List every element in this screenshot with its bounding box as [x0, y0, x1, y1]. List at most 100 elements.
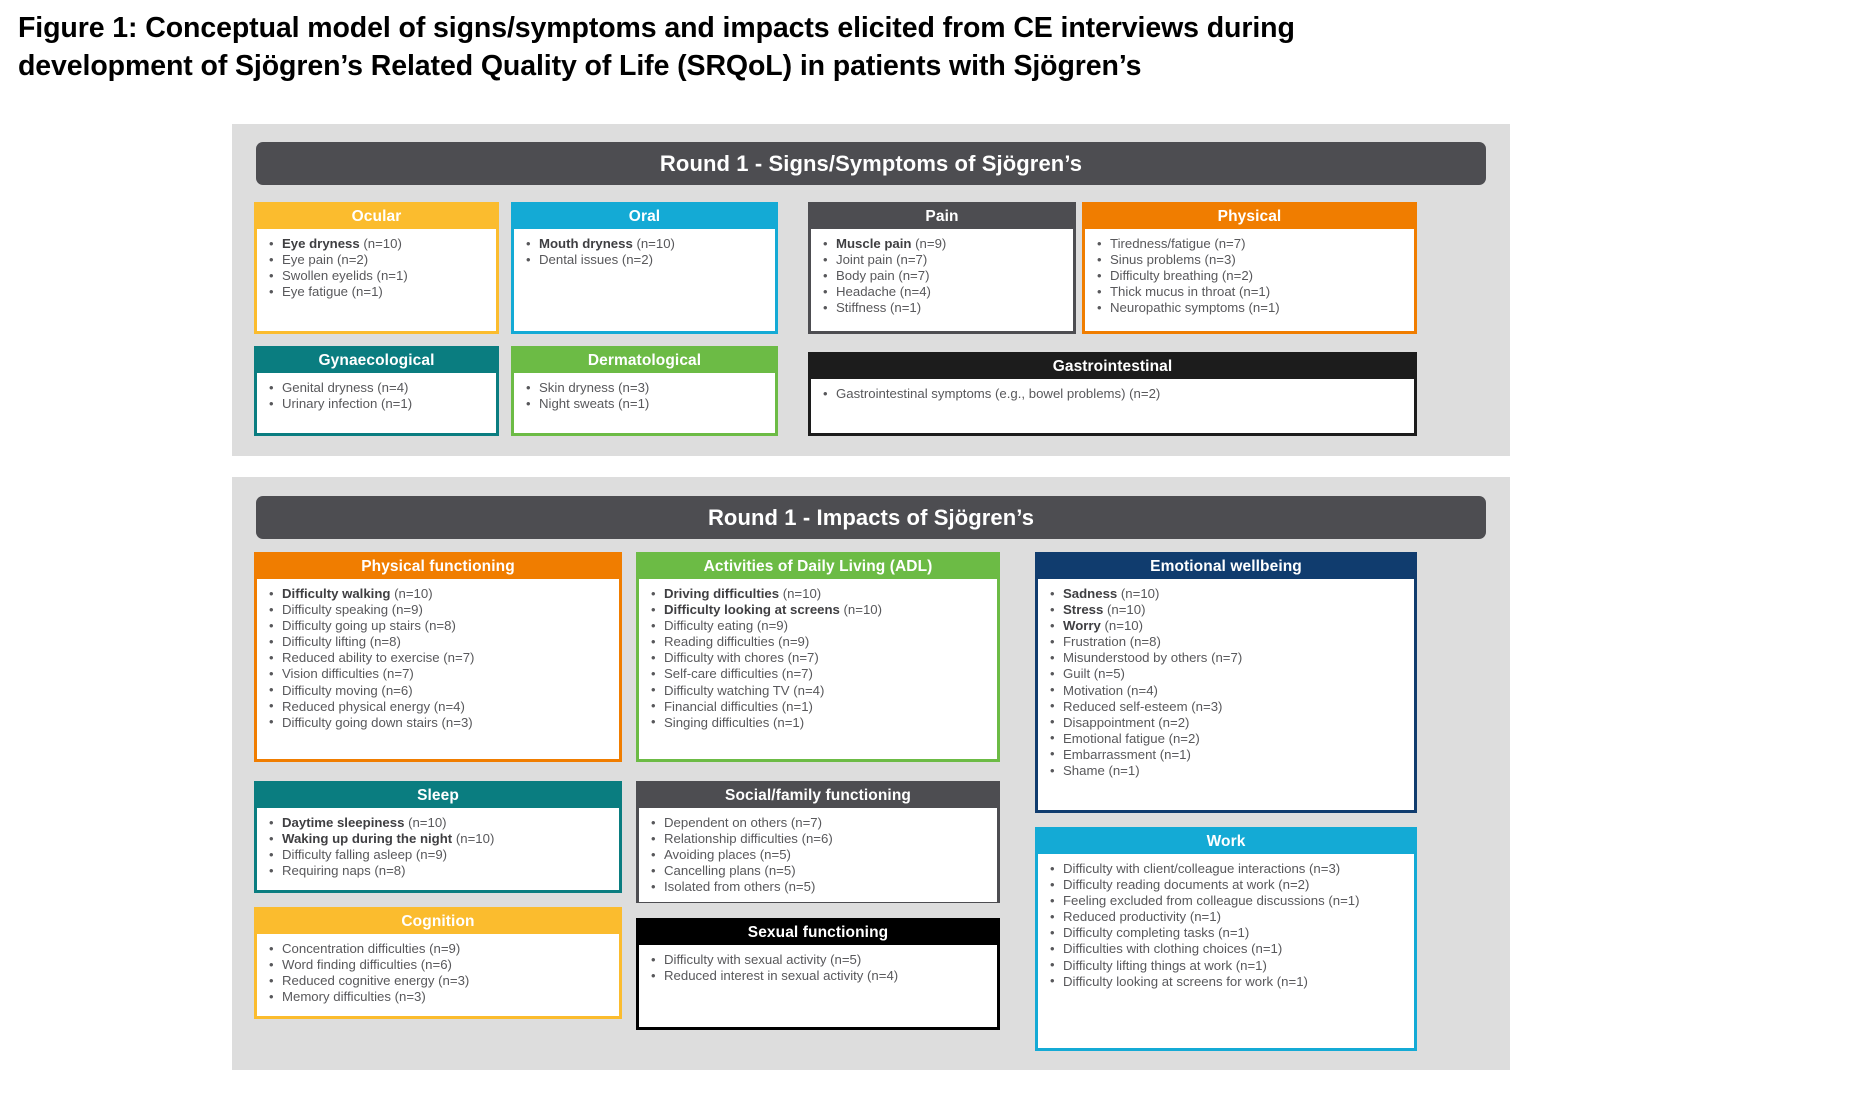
card-gynaecological: Gynaecological Genital dryness (n=4)Urin… — [254, 346, 499, 436]
card-title-sleep: Sleep — [257, 784, 619, 808]
list-item: Difficulty looking at screens (n=10) — [649, 602, 991, 618]
list-item: Sadness (n=10) — [1048, 586, 1408, 602]
card-title-pain: Pain — [811, 205, 1073, 229]
card-title-emotional-wellbeing: Emotional wellbeing — [1038, 555, 1414, 579]
card-oral: Oral Mouth dryness (n=10)Dental issues (… — [511, 202, 778, 334]
list-item: Sinus problems (n=3) — [1095, 252, 1408, 268]
signs-symptoms-panel: Round 1 - Signs/Symptoms of Sjögren’s Oc… — [232, 124, 1510, 456]
item-list-gynaecological: Genital dryness (n=4)Urinary infection (… — [267, 380, 490, 412]
item-list-pain: Muscle pain (n=9)Joint pain (n=7)Body pa… — [821, 236, 1067, 316]
list-item: Avoiding places (n=5) — [649, 847, 991, 863]
card-sexual-functioning: Sexual functioning Difficulty with sexua… — [636, 918, 1000, 1030]
card-work: Work Difficulty with client/colleague in… — [1035, 827, 1417, 1051]
card-title-dermatological: Dermatological — [514, 349, 775, 373]
list-item: Shame (n=1) — [1048, 763, 1408, 779]
list-item: Difficulty speaking (n=9) — [267, 602, 613, 618]
card-physical-functioning: Physical functioning Difficulty walking … — [254, 552, 622, 762]
list-item: Eye dryness (n=10) — [267, 236, 490, 252]
list-item: Difficulty eating (n=9) — [649, 618, 991, 634]
card-title-sexual-functioning: Sexual functioning — [639, 921, 997, 945]
card-body-physical-functioning: Difficulty walking (n=10)Difficulty spea… — [257, 579, 619, 738]
card-body-dermatological: Skin dryness (n=3)Night sweats (n=1) — [514, 373, 775, 420]
list-item: Emotional fatigue (n=2) — [1048, 730, 1408, 747]
list-item: Reduced cognitive energy (n=3) — [267, 973, 613, 989]
card-title-gynaecological: Gynaecological — [257, 349, 496, 373]
list-item: Muscle pain (n=9) — [821, 236, 1067, 252]
card-body-social-family-functioning: Dependent on others (n=7)Relationship di… — [639, 808, 997, 903]
list-item: Financial difficulties (n=1) — [649, 698, 991, 715]
list-item: Feeling excluded from colleague discussi… — [1048, 893, 1408, 909]
list-item: Guilt (n=5) — [1048, 666, 1408, 682]
list-item: Vision difficulties (n=7) — [267, 666, 613, 682]
card-body-sexual-functioning: Difficulty with sexual activity (n=5)Red… — [639, 945, 997, 992]
list-item: Difficulty watching TV (n=4) — [649, 682, 991, 699]
list-item: Relationship difficulties (n=6) — [649, 831, 991, 847]
list-item: Driving difficulties (n=10) — [649, 586, 991, 602]
list-item: Reduced self-esteem (n=3) — [1048, 698, 1408, 715]
list-item: Frustration (n=8) — [1048, 634, 1408, 650]
list-item-label: Mouth dryness — [539, 236, 633, 251]
item-list-sexual-functioning: Difficulty with sexual activity (n=5)Red… — [649, 952, 991, 984]
figure-caption-line-1: Figure 1: Conceptual model of signs/symp… — [18, 12, 1295, 44]
list-item: Dental issues (n=2) — [524, 252, 769, 268]
list-item-label: Waking up during the night — [282, 831, 453, 847]
list-item: Neuropathic symptoms (n=1) — [1095, 300, 1408, 316]
card-physical: Physical Tiredness/fatigue (n=7)Sinus pr… — [1082, 202, 1417, 334]
item-list-cognition: Concentration difficulties (n=9)Word fin… — [267, 941, 613, 1005]
list-item: Mouth dryness (n=10) — [524, 236, 769, 252]
card-cognition: Cognition Concentration difficulties (n=… — [254, 907, 622, 1019]
list-item: Reduced ability to exercise (n=7) — [267, 650, 613, 666]
card-emotional-wellbeing: Emotional wellbeing Sadness (n=10)Stress… — [1035, 552, 1417, 813]
figure-caption: Figure 1: Conceptual model of signs/symp… — [18, 10, 1856, 86]
card-body-cognition: Concentration difficulties (n=9)Word fin… — [257, 934, 619, 1013]
card-sleep: Sleep Daytime sleepiness (n=10)Waking up… — [254, 781, 622, 893]
list-item-label: Worry — [1063, 618, 1101, 634]
list-item-label: Difficulty walking — [282, 586, 391, 601]
card-social-family-functioning: Social/family functioning Dependent on o… — [636, 781, 1000, 903]
card-title-gastrointestinal: Gastrointestinal — [811, 355, 1414, 379]
card-title-physical: Physical — [1085, 205, 1414, 229]
card-title-social-family-functioning: Social/family functioning — [639, 784, 997, 808]
card-body-pain: Muscle pain (n=9)Joint pain (n=7)Body pa… — [811, 229, 1073, 324]
list-item: Gastrointestinal symptoms (e.g., bowel p… — [821, 386, 1408, 402]
list-item: Word finding difficulties (n=6) — [267, 957, 613, 973]
list-item: Misunderstood by others (n=7) — [1048, 650, 1408, 666]
item-list-adl: Driving difficulties (n=10)Difficulty lo… — [649, 586, 991, 730]
item-list-gastrointestinal: Gastrointestinal symptoms (e.g., bowel p… — [821, 386, 1408, 402]
item-list-oral: Mouth dryness (n=10)Dental issues (n=2) — [524, 236, 769, 268]
list-item: Memory difficulties (n=3) — [267, 989, 613, 1005]
list-item-label: Driving difficulties — [664, 586, 780, 601]
card-body-gastrointestinal: Gastrointestinal symptoms (e.g., bowel p… — [811, 379, 1414, 410]
card-ocular: Ocular Eye dryness (n=10)Eye pain (n=2)S… — [254, 202, 499, 334]
list-item: Night sweats (n=1) — [524, 396, 769, 412]
list-item: Joint pain (n=7) — [821, 252, 1067, 268]
list-item: Stiffness (n=1) — [821, 300, 1067, 316]
card-body-gynaecological: Genital dryness (n=4)Urinary infection (… — [257, 373, 496, 420]
list-item: Cancelling plans (n=5) — [649, 863, 991, 879]
list-item: Embarrassment (n=1) — [1048, 746, 1408, 763]
card-body-physical: Tiredness/fatigue (n=7)Sinus problems (n… — [1085, 229, 1414, 324]
list-item: Thick mucus in throat (n=1) — [1095, 284, 1408, 300]
card-title-work: Work — [1038, 830, 1414, 854]
item-list-ocular: Eye dryness (n=10)Eye pain (n=2)Swollen … — [267, 236, 490, 300]
list-item-label: Eye dryness — [282, 236, 360, 251]
list-item: Reduced physical energy (n=4) — [267, 698, 613, 715]
card-body-emotional-wellbeing: Sadness (n=10)Stress (n=10)Worry (n=10)F… — [1038, 579, 1414, 787]
list-item: Self-care difficulties (n=7) — [649, 666, 991, 682]
card-body-work: Difficulty with client/colleague interac… — [1038, 854, 1414, 997]
card-body-ocular: Eye dryness (n=10)Eye pain (n=2)Swollen … — [257, 229, 496, 308]
card-dermatological: Dermatological Skin dryness (n=3)Night s… — [511, 346, 778, 436]
list-item: Genital dryness (n=4) — [267, 380, 490, 396]
card-body-adl: Driving difficulties (n=10)Difficulty lo… — [639, 579, 997, 738]
card-body-sleep: Daytime sleepiness (n=10)Waking up durin… — [257, 808, 619, 887]
list-item: Difficulty with client/colleague interac… — [1048, 861, 1408, 877]
list-item: Singing difficulties (n=1) — [649, 714, 991, 731]
list-item-label: Stress — [1063, 602, 1104, 618]
list-item: Difficulty breathing (n=2) — [1095, 268, 1408, 284]
list-item: Urinary infection (n=1) — [267, 396, 490, 412]
list-item: Stress (n=10) — [1048, 602, 1408, 618]
list-item: Dependent on others (n=7) — [649, 815, 991, 831]
list-item-label: Sadness — [1063, 586, 1118, 601]
signs-symptoms-header: Round 1 - Signs/Symptoms of Sjögren’s — [256, 142, 1486, 185]
